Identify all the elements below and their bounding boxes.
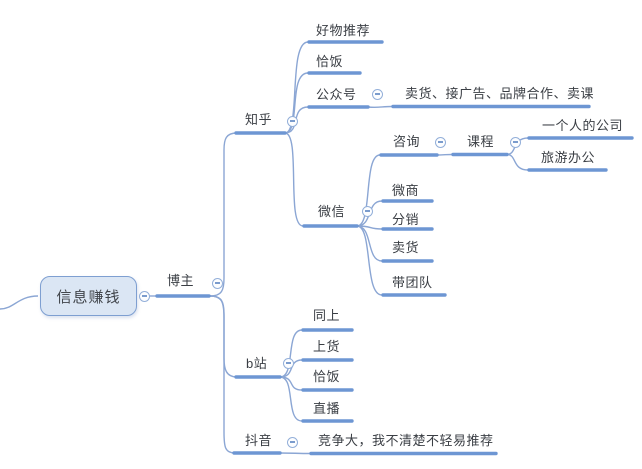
- branch-weixin-zixun: [356, 154, 381, 227]
- branch-gongzhonghao-child: [367, 105, 393, 109]
- topic-maihuo[interactable]: 卖货: [392, 240, 420, 255]
- collapse-toggle-weixin[interactable]: [361, 205, 373, 217]
- topic-yigerendegongsi[interactable]: 一个人的公司: [542, 118, 624, 133]
- branch-zhihu-qiafan: [284, 72, 309, 134]
- collapse-toggle-bozhu[interactable]: [211, 277, 223, 289]
- topic-fenxiao[interactable]: 分销: [392, 212, 420, 227]
- branch-bzhan-shanghuo: [279, 359, 303, 378]
- branch-douyin-child: [279, 452, 311, 455]
- collapse-toggle-gongzhonghao[interactable]: [372, 88, 383, 100]
- minus-icon: [289, 120, 295, 122]
- collapse-toggle-zixun[interactable]: [434, 136, 446, 148]
- collapse-toggle-bzhan[interactable]: [282, 357, 294, 369]
- topic-jingzhengda[interactable]: 竞争大，我不清楚不轻易推荐: [318, 433, 494, 448]
- topic-gongzhonghao[interactable]: 公众号: [316, 87, 357, 102]
- topic-zhihu[interactable]: 知乎: [245, 112, 273, 127]
- collapse-toggle-zhihu[interactable]: [286, 115, 298, 127]
- topic-haowutuijian[interactable]: 好物推荐: [316, 23, 371, 38]
- branch-zixun-kecheng: [436, 153, 453, 156]
- minus-icon: [375, 93, 380, 95]
- branch-weixin-daituandui: [356, 225, 383, 296]
- branch-zhihu-weixin: [284, 132, 304, 227]
- collapse-toggle-kecheng[interactable]: [509, 136, 521, 148]
- topic-zixun[interactable]: 咨询: [393, 134, 421, 149]
- topic-bozhu[interactable]: 博主: [167, 273, 195, 288]
- topic-shanghuo[interactable]: 上货: [313, 339, 341, 354]
- topic-qiafan-bzhan[interactable]: 恰饭: [313, 369, 341, 384]
- branch-bzhan-zhibo: [279, 376, 303, 422]
- topic-qiafan-zhihu[interactable]: 恰饭: [316, 54, 344, 69]
- collapse-toggle-root[interactable]: [138, 290, 150, 302]
- branch-bzhan-tongshang: [279, 329, 303, 378]
- minus-icon: [437, 141, 443, 143]
- topic-maihuo-jieguanggao[interactable]: 卖货、接广告、品牌合作、卖课: [405, 86, 595, 101]
- branch-curves: [0, 41, 529, 455]
- collapse-toggle-douyin[interactable]: [286, 436, 298, 448]
- topic-kecheng[interactable]: 课程: [467, 134, 495, 149]
- minus-icon: [289, 441, 295, 443]
- topic-tongshang[interactable]: 同上: [313, 308, 341, 323]
- branch-kecheng-lvyou: [506, 153, 529, 171]
- minus-icon: [512, 141, 518, 143]
- topic-zhibo[interactable]: 直播: [313, 401, 341, 416]
- topic-underlines: [155, 40, 634, 456]
- minus-icon: [141, 295, 147, 297]
- branch-bozhu-douyin: [209, 295, 236, 454]
- branch-weixin-maihuo: [356, 225, 383, 262]
- topic-lvyoubangong[interactable]: 旅游办公: [541, 150, 596, 165]
- branch-zhihu-haowu: [284, 41, 309, 134]
- topic-daituandui[interactable]: 带团队: [392, 275, 433, 290]
- minus-icon: [214, 282, 220, 284]
- branch-bozhu-zhihu: [209, 132, 238, 297]
- minus-icon: [285, 362, 291, 364]
- minus-icon: [364, 210, 370, 212]
- edge-curve-left: [0, 295, 39, 310]
- root-topic[interactable]: 信息赚钱: [40, 276, 137, 316]
- branch-bzhan-qiafan: [279, 376, 303, 391]
- topic-douyin[interactable]: 抖音: [245, 433, 273, 448]
- topic-weixin[interactable]: 微信: [318, 204, 346, 219]
- topic-bzhan[interactable]: b站: [246, 356, 268, 371]
- topic-weishang[interactable]: 微商: [392, 183, 420, 198]
